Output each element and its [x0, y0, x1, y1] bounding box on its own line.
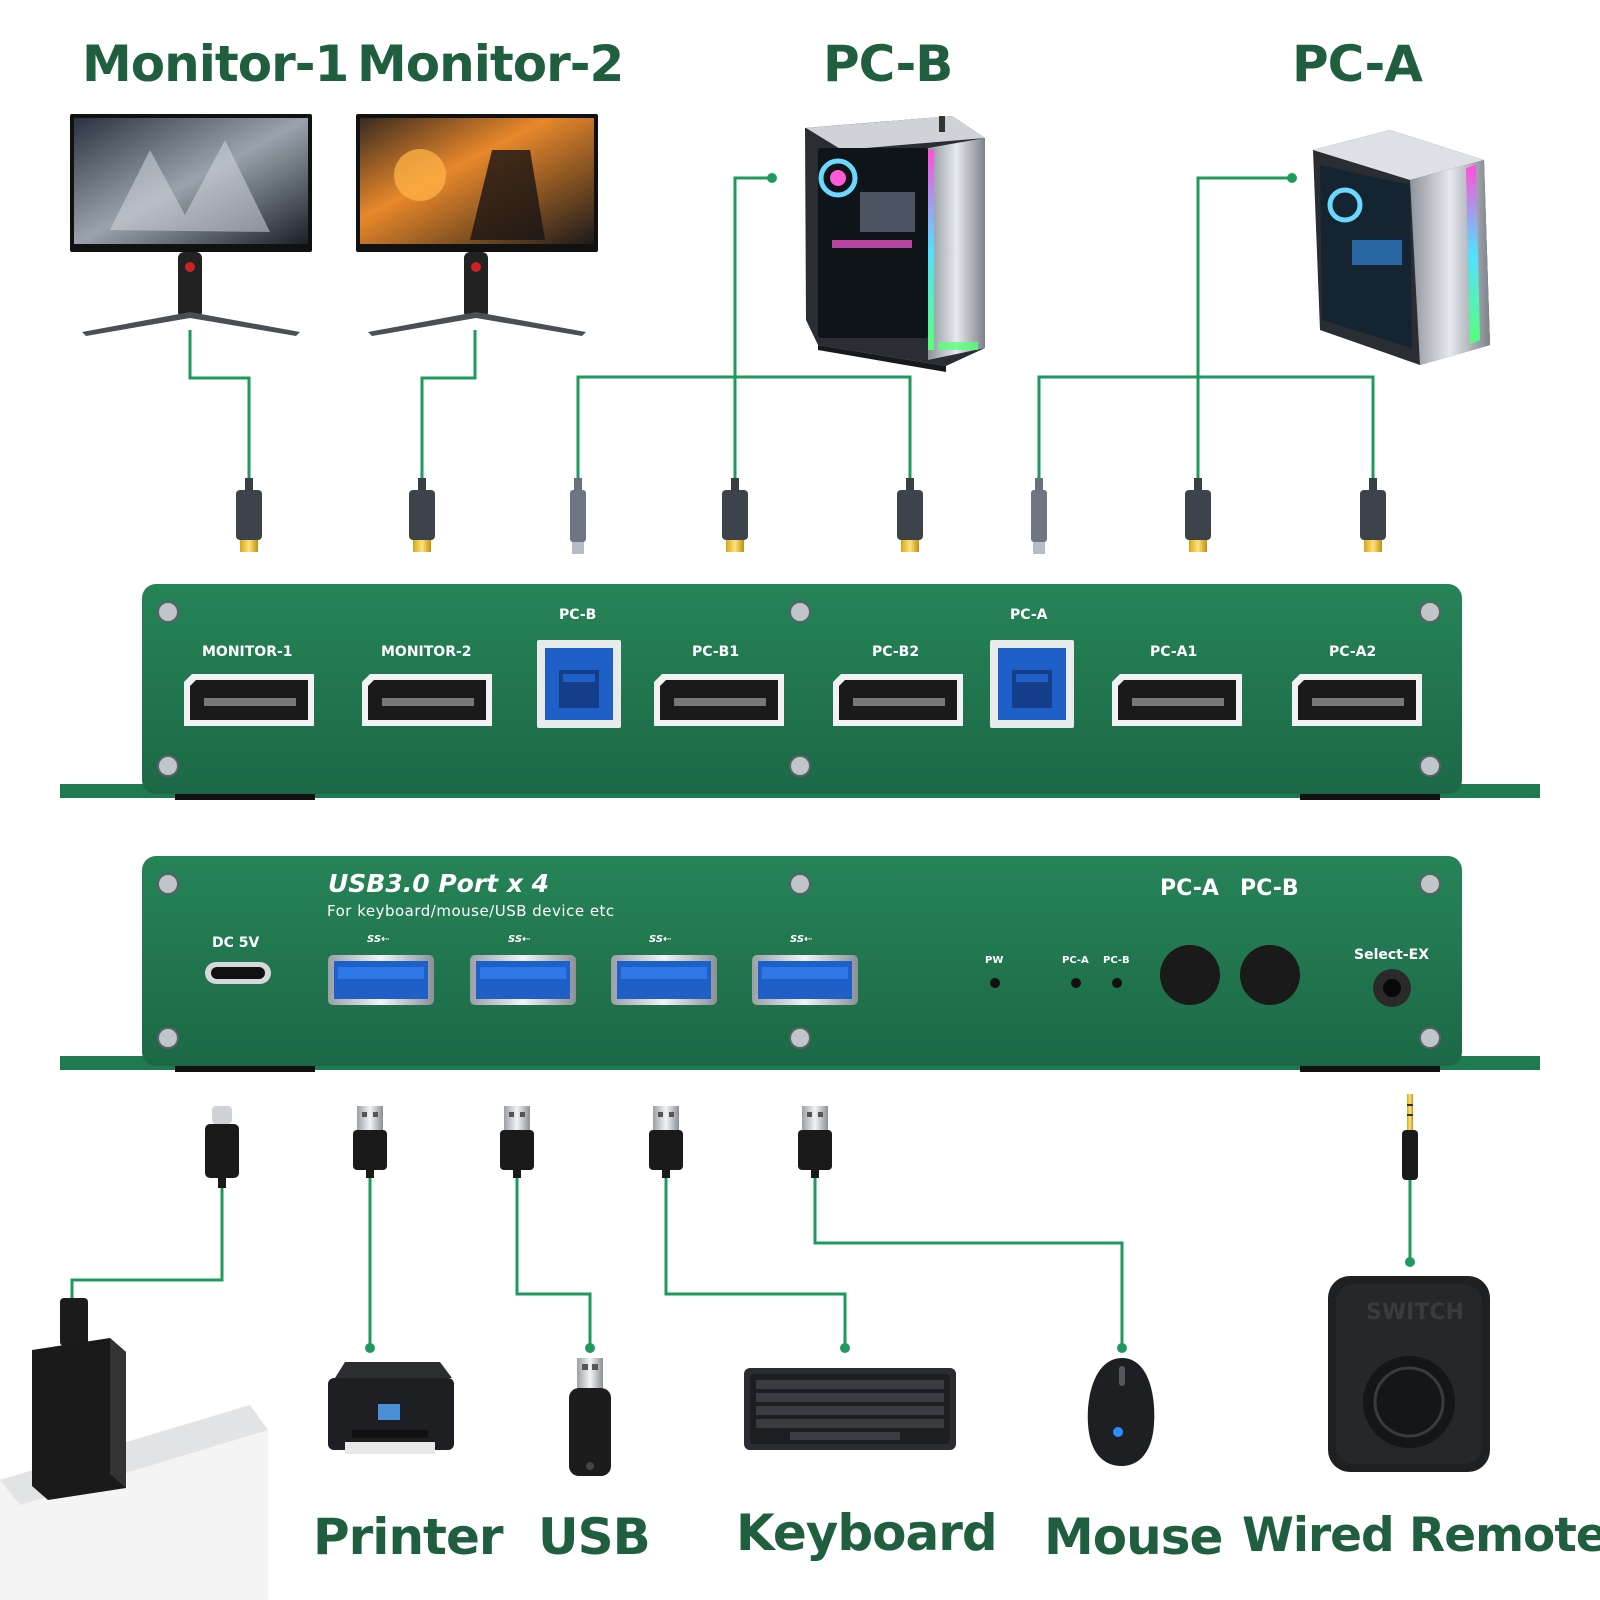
dp-port — [184, 674, 314, 726]
back-group-label-pc-a: PC-A — [1010, 607, 1048, 623]
dc-5v-label: DC 5V — [212, 935, 260, 951]
pc-a-button — [1160, 945, 1220, 1005]
port-label-pc-a1: PC-A1 — [1150, 644, 1198, 660]
keyboard-title: Keyboard — [736, 1504, 998, 1562]
displayport-cable-icon — [722, 478, 748, 552]
usb-c-cable-icon — [205, 1106, 239, 1188]
displayport-cable-icon — [1185, 478, 1211, 552]
dp-port — [654, 674, 784, 726]
button-label-pc-a: PC-A — [1160, 876, 1219, 901]
audio-cable-icon — [1402, 1094, 1418, 1180]
top-connection-lines — [188, 176, 1375, 478]
port-label-monitor-1: MONITOR-1 — [202, 644, 293, 660]
printer-icon — [328, 1362, 454, 1454]
monitor-2-title: Monitor-2 — [357, 35, 624, 93]
usb-ports-heading: USB3.0 Port x 4 — [328, 869, 550, 898]
pc-a-led — [1071, 978, 1081, 988]
usb-a-cable-icon — [353, 1106, 387, 1178]
pw-led — [990, 978, 1000, 988]
mouse-title: Mouse — [1044, 1508, 1223, 1566]
port-label-pc-a2: PC-A2 — [1329, 644, 1377, 660]
dp-port — [1292, 674, 1422, 726]
usb-b-port — [537, 640, 621, 728]
pc-a-tower-icon — [1313, 130, 1490, 365]
led-label-pc-b: PC-B — [1103, 955, 1130, 966]
led-label-pc-a: PC-A — [1062, 955, 1089, 966]
usb-title: USB — [538, 1508, 651, 1566]
port-label-monitor-2: MONITOR-2 — [381, 644, 472, 660]
mouse-icon — [1087, 1358, 1155, 1466]
button-label-pc-b: PC-B — [1240, 876, 1299, 901]
monitor-1-icon — [70, 114, 312, 336]
back-group-label-pc-b: PC-B — [559, 607, 597, 623]
port-label-pc-b2: PC-B2 — [872, 644, 920, 660]
usb-b-port — [990, 640, 1074, 728]
power-adapter-icon — [0, 1298, 268, 1600]
usb-a-cable-icon — [649, 1106, 683, 1178]
remote-switch-icon — [1328, 1276, 1490, 1472]
usb-a-cable-icon — [500, 1106, 534, 1178]
usb-ports-subheading: For keyboard/mouse/USB device etc — [327, 902, 615, 920]
usb-drive-icon — [569, 1358, 611, 1476]
usb-a-port — [611, 955, 717, 1005]
superspeed-logo: SS⇠ — [649, 934, 672, 945]
usb-b-cable-icon — [570, 478, 586, 554]
printer-title: Printer — [313, 1508, 504, 1566]
monitor-1-title: Monitor-1 — [82, 35, 349, 93]
kvm-front-panel — [60, 856, 1540, 1072]
pc-a-title: PC-A — [1292, 35, 1423, 93]
pc-b-led — [1112, 978, 1122, 988]
displayport-cable-icon — [236, 478, 262, 552]
superspeed-logo: SS⇠ — [367, 934, 390, 945]
usb-b-cable-icon — [1031, 478, 1047, 554]
pc-b-title: PC-B — [823, 35, 953, 93]
displayport-cable-icon — [409, 478, 435, 552]
pc-b-button — [1240, 945, 1300, 1005]
superspeed-logo: SS⇠ — [790, 934, 813, 945]
dp-port — [833, 674, 963, 726]
wired-remote-title: Wired Remote — [1242, 1508, 1600, 1563]
led-label-pw: PW — [985, 955, 1004, 966]
pc-b-tower-icon — [805, 116, 985, 372]
usb-a-cable-icon — [798, 1106, 832, 1178]
port-label-pc-b1: PC-B1 — [692, 644, 740, 660]
monitor-2-icon — [356, 114, 598, 336]
dp-port — [1112, 674, 1242, 726]
select-ex-label: Select-EX — [1354, 947, 1430, 963]
keyboard-icon — [744, 1368, 956, 1450]
usb-a-port — [752, 955, 858, 1005]
usb-a-port — [470, 955, 576, 1005]
dp-port — [362, 674, 492, 726]
superspeed-logo: SS⇠ — [508, 934, 531, 945]
displayport-cable-icon — [897, 478, 923, 552]
usb-a-port — [328, 955, 434, 1005]
bottom-connection-lines — [70, 1172, 1412, 1348]
kvm-back-panel — [60, 584, 1540, 800]
remote-switch-text: SWITCH — [1366, 1300, 1464, 1325]
displayport-cable-icon — [1360, 478, 1386, 552]
